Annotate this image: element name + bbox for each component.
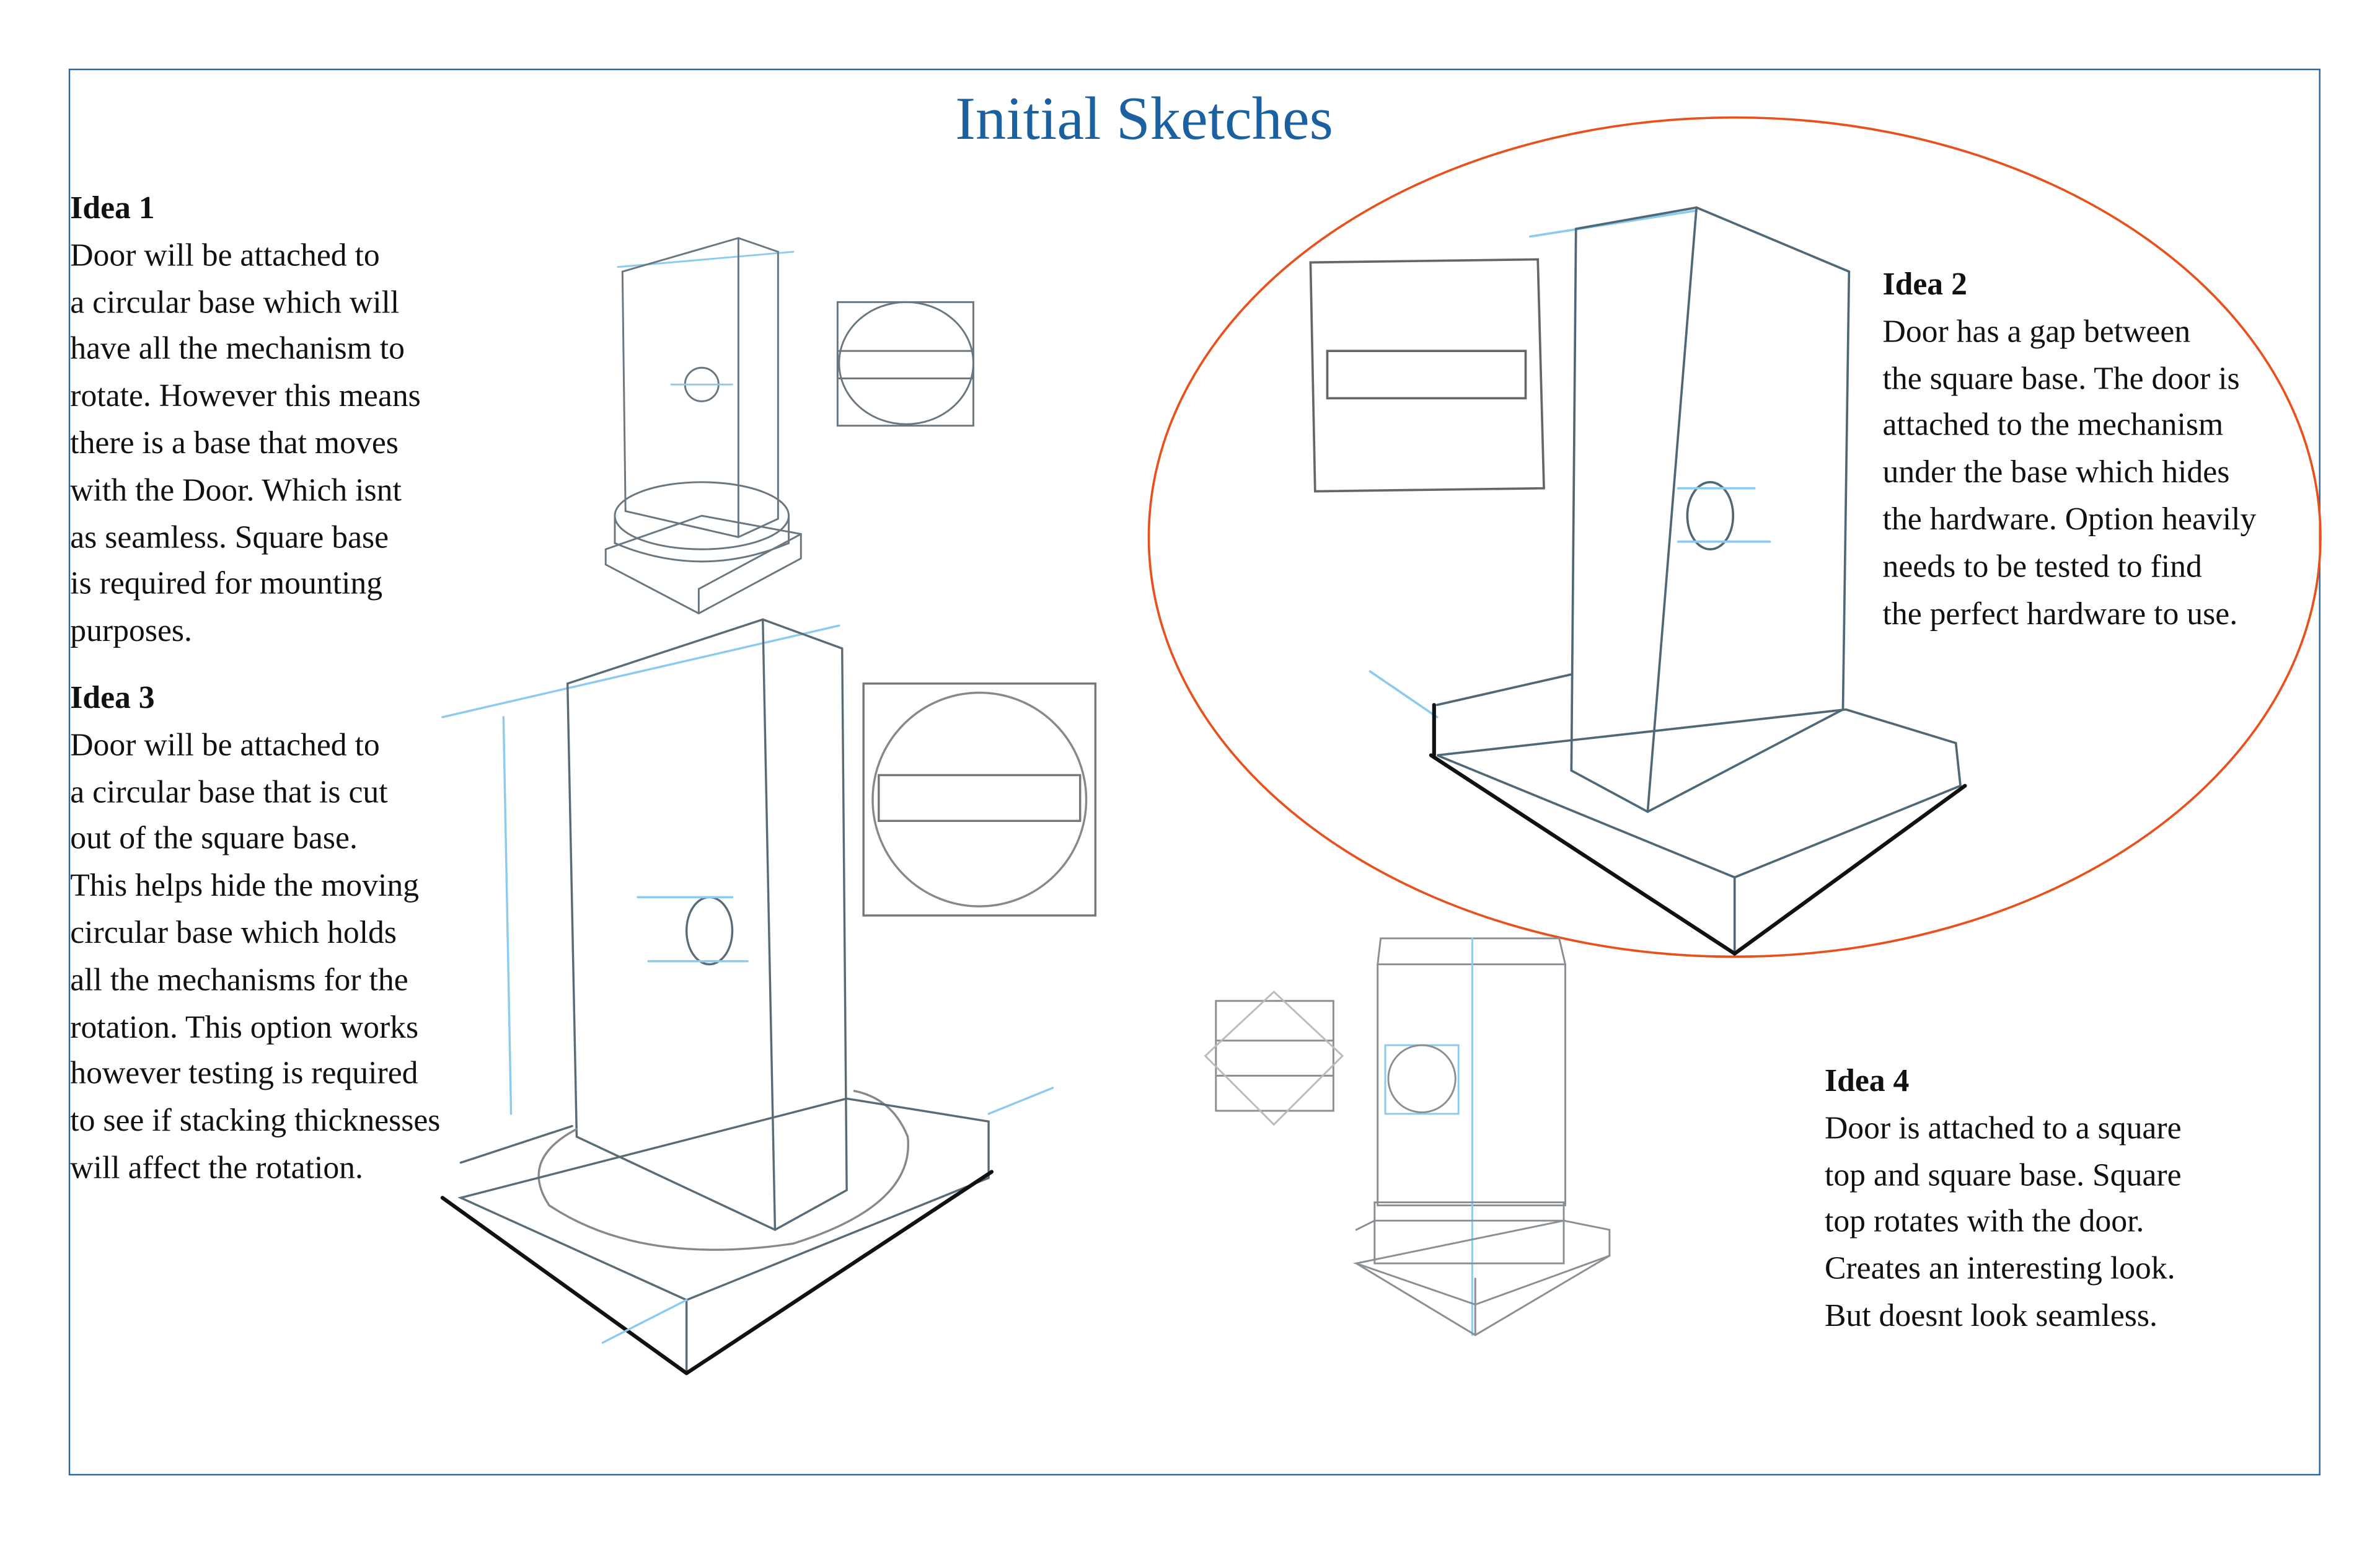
idea-4-text: Door is attached to a square top and squ… <box>1824 1109 2182 1334</box>
page-title: Initial Sketches <box>955 84 1334 153</box>
idea-3-text: Door will be attached to a circular base… <box>70 726 441 1186</box>
idea-2-text: Door has a gap between the square base. … <box>1882 312 2257 632</box>
idea-2-heading: Idea 2 <box>1882 265 1967 302</box>
idea-3: Idea 3 Door will be attached to a circul… <box>70 674 440 1191</box>
idea-1-heading: Idea 1 <box>70 189 155 226</box>
idea-2: Idea 2 Door has a gap between the square… <box>1882 261 2256 637</box>
idea-3-sketch <box>440 618 1097 1375</box>
idea-2-sketch <box>1147 116 2322 958</box>
idea-3-heading: Idea 3 <box>70 679 155 716</box>
highlight-ellipse <box>1147 116 2322 958</box>
idea-4: Idea 4 Door is attached to a square top … <box>1825 1058 2182 1340</box>
page-frame <box>68 68 2320 1476</box>
idea-1-sketch <box>604 237 974 615</box>
idea-1-text: Door will be attached to a circular base… <box>70 236 421 649</box>
idea-4-sketch <box>1204 937 1611 1336</box>
idea-4-heading: Idea 4 <box>1824 1062 1910 1099</box>
idea-1: Idea 1 Door will be attached to a circul… <box>70 185 421 655</box>
